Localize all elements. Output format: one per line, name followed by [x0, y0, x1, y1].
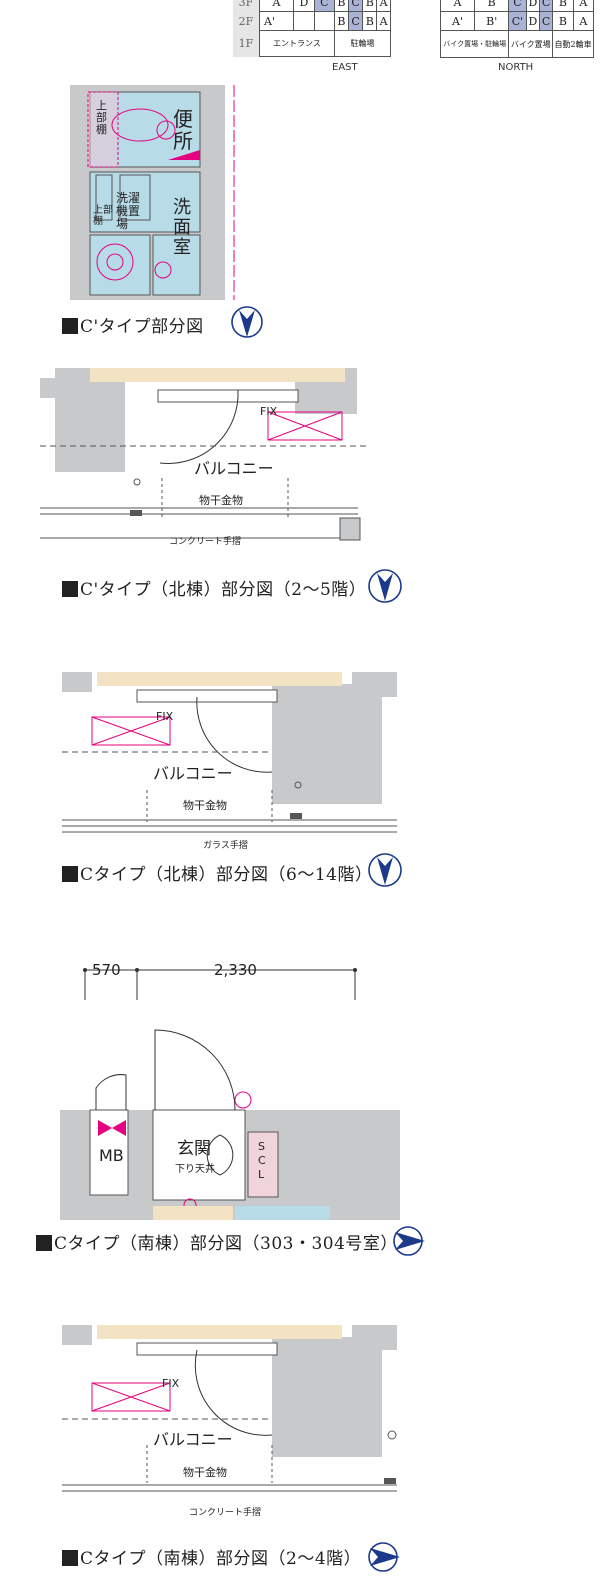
caption-text: Cタイプ（南棟）部分図（2〜4階） — [80, 1549, 362, 1569]
plan-5-drawing — [62, 1325, 397, 1492]
caption-bullet — [36, 1235, 52, 1251]
plan-5-caption: Cタイプ（南棟）部分図（2〜4階） — [62, 1544, 361, 1569]
balcony-label: バルコニー — [153, 1430, 233, 1449]
hanger-label: 物干金物 — [183, 1466, 227, 1479]
unit-cell: 自動2輪車 — [552, 30, 594, 58]
unit-cell: A — [376, 0, 391, 12]
rail-label: コンクリート手摺 — [169, 537, 242, 547]
unit-cell: バイク置場 — [508, 30, 554, 58]
unit-cell: C — [508, 0, 527, 12]
fix-label: FIX — [260, 405, 278, 418]
shelf-label: 上部棚 — [93, 205, 113, 227]
key-plan-east-grid: 3F A D C B C B A 2F A' B C B A 1F エントランス… — [233, 0, 392, 57]
shelf-label: 上部棚 — [96, 99, 107, 136]
floor-label: 1F — [233, 30, 260, 57]
unit-cell: D — [525, 11, 541, 31]
dimension-2330: 2,330 — [214, 961, 257, 979]
fix-label: FIX — [162, 1377, 180, 1390]
unit-cell: B — [552, 11, 574, 31]
caption-bullet — [62, 866, 78, 882]
dimension-570: 570 — [92, 961, 121, 979]
unit-cell — [293, 11, 315, 31]
unit-cell: B — [473, 0, 510, 12]
plan-4-drawing — [60, 968, 400, 1220]
unit-cell: A — [572, 0, 595, 12]
unit-cell: A' — [259, 11, 294, 31]
plan-3-drawing — [62, 672, 397, 833]
unit-cell: C' — [508, 11, 527, 31]
key-plan-north-grid: A B C D C B A A' B' C' D C B A バイク置場・駐輪場… — [439, 0, 595, 58]
caption-text: Cタイプ（北棟）部分図（6〜14階） — [80, 865, 373, 885]
compass-icon — [231, 306, 263, 338]
unit-cell: B — [333, 11, 349, 31]
unit-cell: B — [362, 11, 378, 31]
floor-label: 3F — [233, 0, 260, 12]
caption-text: Cタイプ（南棟）部分図（303・304号室） — [54, 1234, 398, 1254]
fix-label: FIX — [156, 710, 174, 723]
unit-cell: B' — [473, 11, 510, 31]
unit-cell: C — [347, 0, 364, 12]
caption-bullet — [62, 581, 78, 597]
key-plan-north-label: NORTH — [498, 62, 534, 73]
ceiling-label: 下り天井 — [175, 1164, 215, 1175]
floor-label: 2F — [233, 11, 260, 31]
hanger-label: 物干金物 — [183, 799, 227, 812]
unit-cell: A — [440, 0, 475, 12]
unit-cell: D — [292, 0, 315, 12]
plan-1-drawing — [70, 85, 235, 300]
unit-cell: A — [259, 0, 294, 12]
balcony-label: バルコニー — [153, 764, 233, 783]
compass-icon — [368, 569, 402, 603]
unit-cell: 駐輪場 — [333, 30, 392, 57]
rail-label: ガラス手摺 — [203, 841, 248, 851]
caption-bullet — [62, 318, 78, 334]
caption-text: C'タイプ部分図 — [80, 317, 204, 337]
unit-cell: D — [525, 0, 541, 12]
unit-cell: C — [313, 0, 335, 12]
unit-cell: バイク置場・駐輪場 — [439, 30, 510, 58]
unit-cell: A — [572, 11, 595, 31]
balcony-label: バルコニー — [194, 459, 274, 478]
laundry-label: 洗濯機置場 — [116, 191, 141, 231]
plan-1-caption: C'タイプ部分図 — [62, 312, 204, 337]
mb-label: MB — [99, 1146, 124, 1165]
scl-label: SCL — [258, 1140, 266, 1181]
plan-2-drawing — [40, 368, 370, 541]
unit-cell: B — [362, 0, 378, 12]
unit-cell: A — [376, 11, 391, 31]
compass-icon — [368, 853, 402, 887]
plan-2-caption: C'タイプ（北棟）部分図（2〜5階） — [62, 575, 366, 600]
key-plan-east-label: EAST — [332, 62, 358, 73]
compass-icon — [368, 1542, 400, 1572]
plan-3-caption: Cタイプ（北棟）部分図（6〜14階） — [62, 860, 372, 885]
toilet-label: 便所 — [173, 107, 193, 153]
unit-cell — [314, 11, 335, 31]
caption-bullet — [62, 1550, 78, 1566]
compass-icon — [393, 1226, 425, 1256]
unit-cell: C — [347, 11, 364, 31]
entrance-label: 玄関 — [177, 1139, 211, 1159]
plan-4-caption: Cタイプ（南棟）部分図（303・304号室） — [36, 1229, 398, 1254]
unit-cell: C — [539, 11, 554, 31]
unit-cell: C — [539, 0, 554, 12]
hanger-label: 物干金物 — [199, 494, 243, 507]
unit-cell: エントランス — [259, 30, 335, 57]
unit-cell: A' — [440, 11, 475, 31]
washroom-label: 洗面室 — [173, 197, 191, 258]
unit-cell: B — [333, 0, 349, 12]
rail-label: コンクリート手摺 — [189, 1508, 262, 1518]
unit-cell: B — [552, 0, 574, 12]
caption-text: C'タイプ（北棟）部分図（2〜5階） — [80, 580, 367, 600]
